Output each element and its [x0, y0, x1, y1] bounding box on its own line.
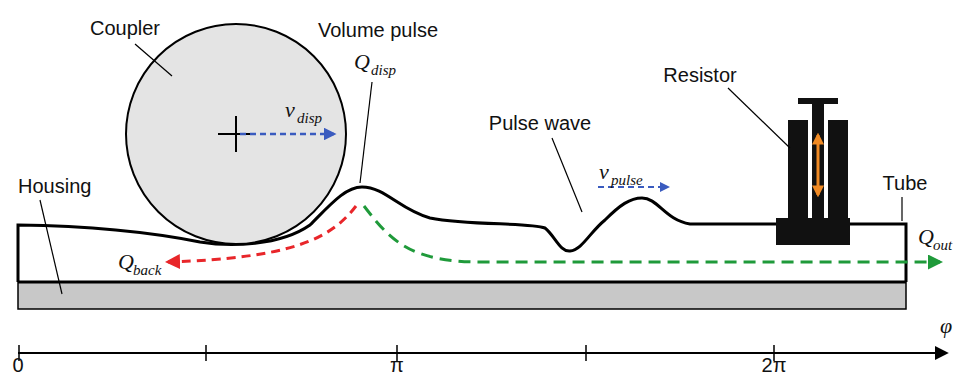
axis-tick-label: 2π — [762, 355, 787, 375]
part-name: Resistor — [663, 65, 736, 85]
center-cross — [218, 116, 254, 152]
part-name: Housing — [18, 176, 91, 196]
symbol: Q — [118, 251, 134, 273]
symbol: v — [599, 161, 609, 183]
axis-tick-label: π — [390, 355, 404, 375]
tube-bottom — [18, 281, 906, 284]
leader-lines — [40, 44, 902, 294]
symbol: Q — [918, 226, 934, 248]
axis-symbol: φ — [940, 315, 952, 337]
housing-block — [18, 282, 906, 309]
coupler-roller — [126, 24, 346, 244]
part-name: Pulse wave — [489, 113, 591, 133]
velocity-arrow — [240, 133, 334, 136]
resistor-symbol — [776, 98, 850, 245]
part-name: Tube — [883, 173, 928, 193]
symbol-subscript: out — [933, 238, 952, 253]
symbol-subscript: pulse — [611, 173, 643, 188]
symbol-subscript: disp — [371, 63, 396, 78]
phase-axis — [18, 345, 946, 361]
backflow-arrow — [168, 206, 356, 262]
symbol-subscript: back — [133, 263, 161, 278]
symbol: Q — [354, 51, 370, 73]
symbol-subscript: disp — [297, 111, 322, 126]
part-name: Coupler — [90, 18, 160, 38]
symbol: v — [285, 99, 295, 121]
axis-tick-label: 0 — [12, 355, 23, 375]
outflow-arrow — [364, 206, 940, 262]
part-name: Volume pulse — [318, 20, 438, 40]
